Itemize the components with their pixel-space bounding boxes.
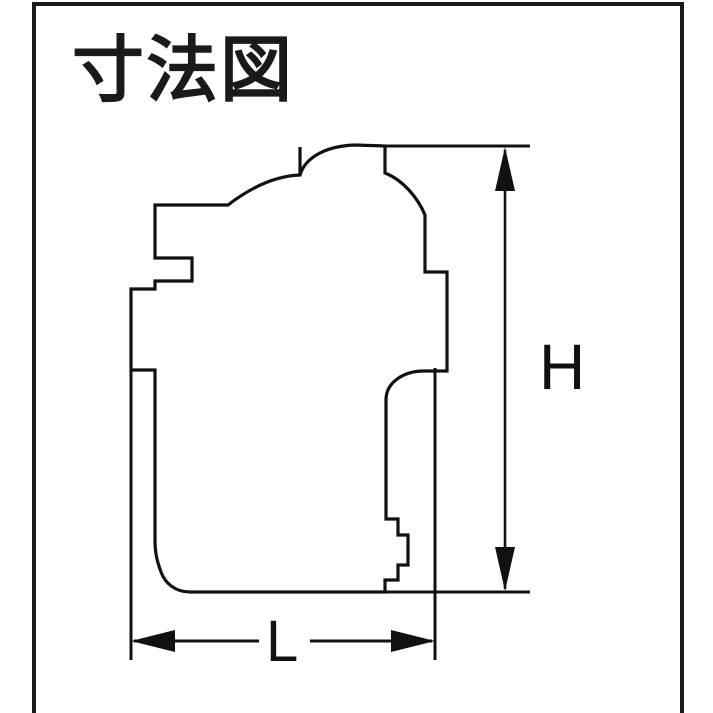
dimension-length-group: L bbox=[129, 368, 437, 674]
valve-body-outline bbox=[129, 143, 449, 594]
height-arrow-down-icon bbox=[495, 547, 515, 591]
length-dimension-label: L bbox=[266, 609, 298, 674]
drawing-frame-border bbox=[32, 2, 684, 713]
height-arrow-up-icon bbox=[495, 147, 515, 191]
height-dimension-label: H bbox=[539, 331, 585, 403]
page-title: 寸法図 bbox=[72, 28, 294, 112]
dimension-height-group: H bbox=[385, 144, 585, 594]
length-arrow-right-icon bbox=[391, 630, 435, 652]
valve-body-profile-path bbox=[129, 143, 449, 594]
length-arrow-left-icon bbox=[131, 630, 175, 652]
